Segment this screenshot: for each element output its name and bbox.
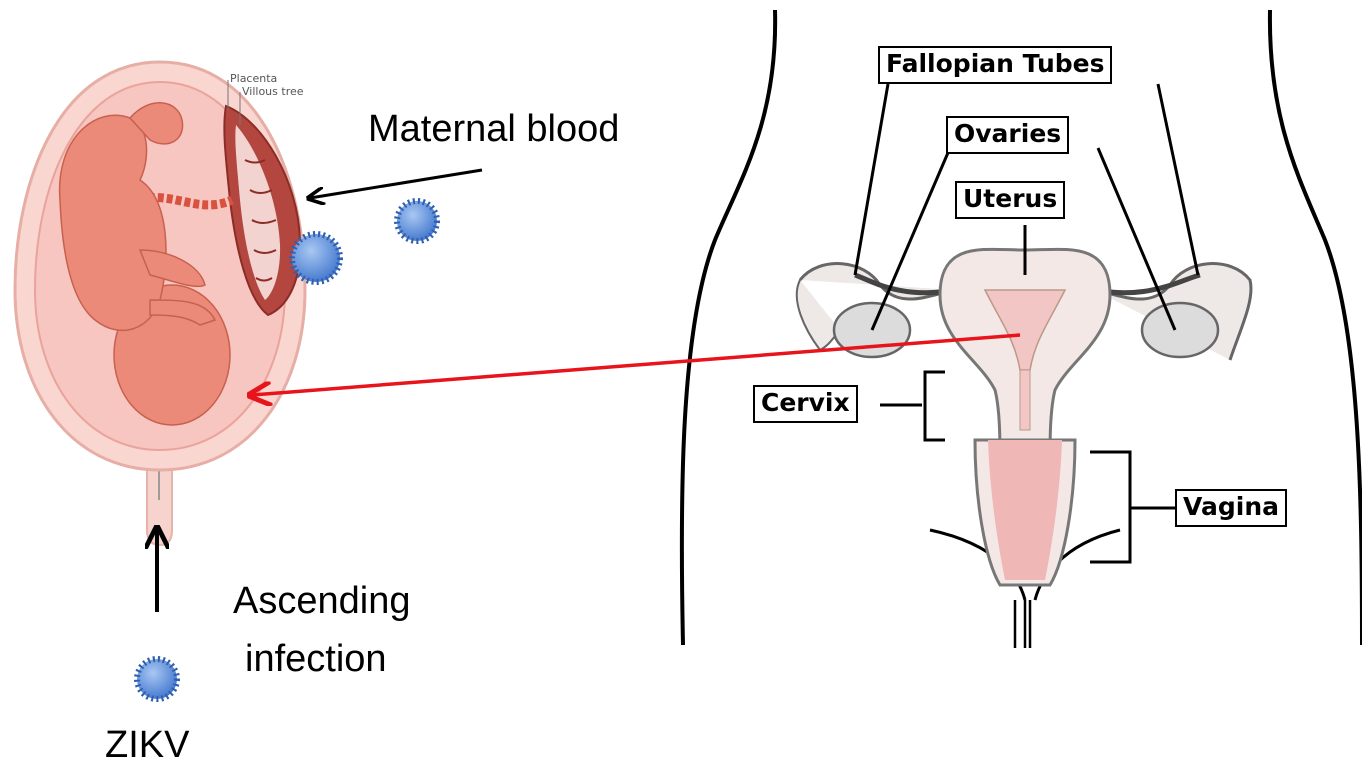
ovaries-label: Ovaries [946, 116, 1069, 154]
reproductive-anatomy [252, 10, 1362, 648]
villous-tree-label: Villous tree [242, 86, 304, 97]
virus-icon [137, 659, 177, 699]
right-ovary [1142, 303, 1218, 357]
maternal-blood-label: Maternal blood [368, 110, 619, 148]
zikv-label: ZIKV [105, 726, 189, 764]
virus-icon [397, 201, 437, 241]
vagina-label: Vagina [1175, 489, 1287, 527]
uterus-label: Uterus [955, 181, 1065, 219]
transmission-arrow [252, 335, 1020, 395]
virus-icon [292, 234, 340, 282]
fallopian-tubes-label: Fallopian Tubes [878, 46, 1112, 84]
cervix-label: Cervix [753, 385, 858, 423]
maternal-blood-arrow [310, 170, 482, 198]
pregnant-uterus-illustration [15, 62, 305, 545]
ascending-label: Ascending [233, 582, 410, 620]
infection-label: infection [245, 640, 387, 678]
placenta-label: Placenta [230, 73, 277, 84]
